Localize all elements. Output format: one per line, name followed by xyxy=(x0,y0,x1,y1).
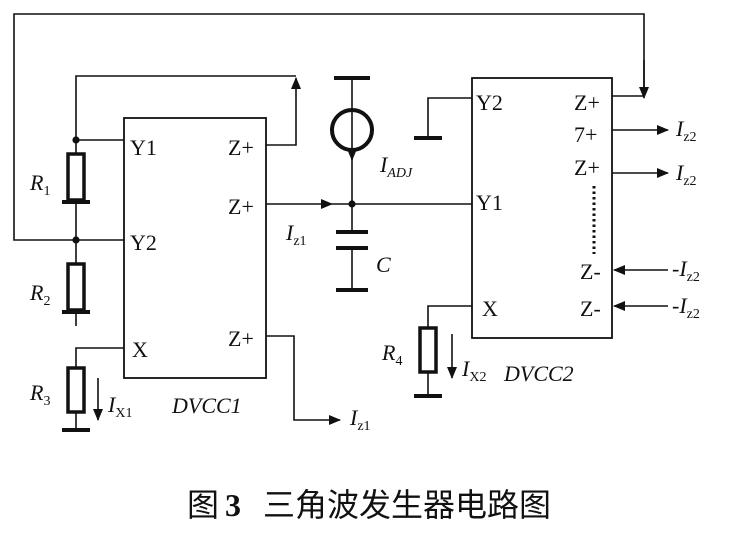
dvcc2-block: Y2 Y1 X Z+ 7+ Z+ Z- Z- DVCC2 xyxy=(471,77,613,386)
label-ix2: IX2 xyxy=(461,356,486,385)
resistor-r1 xyxy=(62,152,90,204)
label-r1: R1 xyxy=(29,170,50,199)
label-iz2-d: -Iz2 xyxy=(672,293,700,322)
label-c: C xyxy=(376,252,391,277)
dvcc1-pin-y2: Y2 xyxy=(130,230,157,255)
capacitor-c xyxy=(336,230,368,292)
caption-prefix: 图 xyxy=(186,486,219,524)
label-iadj: IADJ xyxy=(379,152,413,181)
feedback-loop-wire xyxy=(13,13,645,241)
dvcc2-pin-z2: 7+ xyxy=(574,122,597,147)
iz1-bottom-wire xyxy=(266,335,341,425)
dvcc1-pin-z-top: Z+ xyxy=(228,135,254,160)
dvcc2-pin-z3: Z+ xyxy=(574,155,600,180)
resistor-r3 xyxy=(62,366,90,432)
resistor-r4 xyxy=(414,326,442,398)
caption-number: 3 xyxy=(225,487,241,523)
wires xyxy=(13,13,669,428)
dvcc1-pin-z-bot: Z+ xyxy=(228,326,254,351)
label-iz2-c: -Iz2 xyxy=(672,256,700,285)
dvcc2-pin-y2: Y2 xyxy=(476,90,503,115)
label-r2: R2 xyxy=(29,280,50,309)
dvcc2-pin-z1: Z+ xyxy=(574,90,600,115)
label-ix1: IX1 xyxy=(107,392,132,421)
resistor-r2 xyxy=(62,262,90,314)
label-iz1-mid: Iz1 xyxy=(285,220,307,249)
dvcc2-pin-y1: Y1 xyxy=(476,190,503,215)
label-iz2-b: Iz2 xyxy=(675,160,697,189)
label-iz2-a: Iz2 xyxy=(675,116,697,145)
dvcc2-pin-x: X xyxy=(482,296,498,321)
dvcc2-name: DVCC2 xyxy=(503,361,574,386)
x1-wire xyxy=(75,347,124,368)
dvcc1-pin-x: X xyxy=(132,337,148,362)
dvcc1-pin-y1: Y1 xyxy=(130,135,157,160)
dvcc1-name: DVCC1 xyxy=(171,393,242,418)
label-r3: R3 xyxy=(29,380,50,409)
label-r4: R4 xyxy=(381,340,402,369)
dvcc2-pin-zm1: Z- xyxy=(580,259,601,284)
dvcc1-block: Y1 Y2 X Z+ Z+ Z+ DVCC1 xyxy=(123,117,267,418)
current-source-iadj xyxy=(330,76,374,161)
ztop-up-wire xyxy=(266,77,301,146)
y1-top-wire xyxy=(75,75,296,140)
label-iz1-bot: Iz1 xyxy=(349,405,371,434)
caption-title: 三角波发生器电路图 xyxy=(263,486,552,524)
dvcc1-pin-z-mid: Z+ xyxy=(228,194,254,219)
dvcc2-pin-zm2: Z- xyxy=(580,296,601,321)
